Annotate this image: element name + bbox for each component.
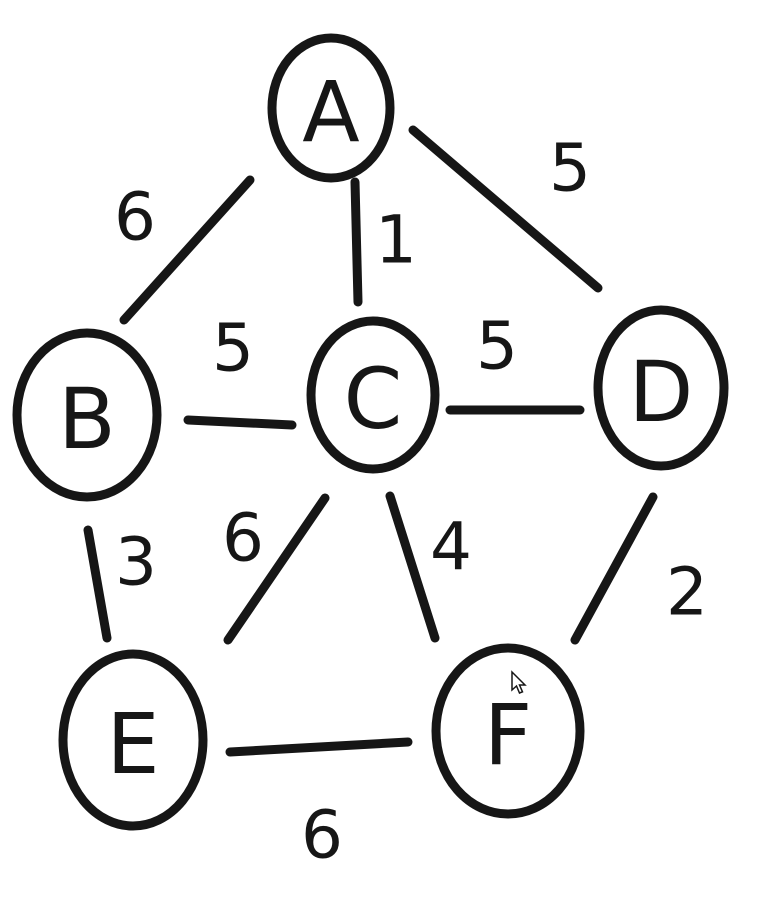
edge-c-f	[385, 491, 440, 643]
edge-a-c	[350, 177, 363, 307]
node-circle-b	[12, 328, 162, 502]
node-b: B	[12, 328, 162, 502]
edge-b-c	[183, 415, 297, 430]
edge-weight-b-c: 5	[212, 310, 254, 387]
edge-d-f	[570, 492, 658, 645]
edge-weight-d-f: 2	[666, 554, 708, 631]
node-circle-f	[431, 643, 585, 819]
node-a: A	[267, 33, 395, 183]
node-circle-d	[593, 305, 729, 471]
edge-weight-c-d: 5	[476, 308, 518, 385]
node-label-e: E	[106, 695, 159, 793]
edge-a-b	[119, 175, 255, 325]
node-label-c: C	[344, 350, 403, 448]
nodes-layer: A B C D E F	[12, 33, 729, 831]
edge-weight-b-e: 3	[115, 524, 157, 601]
node-circle-c	[306, 316, 440, 474]
node-c: C	[306, 316, 440, 474]
edge-a-d	[408, 125, 603, 293]
edge-b-e	[83, 525, 112, 643]
node-circle-e	[58, 649, 208, 831]
node-e: E	[58, 649, 208, 831]
edge-weight-c-e: 6	[222, 500, 264, 577]
edge-weight-a-b: 6	[114, 179, 156, 256]
node-label-b: B	[58, 370, 116, 468]
edge-weight-a-c: 1	[375, 202, 417, 279]
edge-weight-a-d: 5	[549, 130, 591, 207]
edge-e-f	[225, 737, 413, 757]
node-f: F	[431, 643, 585, 819]
edge-c-e	[223, 493, 330, 645]
edge-weight-e-f: 6	[301, 797, 343, 874]
node-label-a: A	[302, 63, 359, 161]
edge-weight-c-f: 4	[430, 509, 472, 586]
edges-layer	[83, 125, 658, 757]
node-circle-a	[267, 33, 395, 183]
mouse-pointer-icon	[511, 670, 527, 694]
node-label-f: F	[484, 686, 532, 784]
node-d: D	[593, 305, 729, 471]
node-label-d: D	[629, 343, 694, 441]
